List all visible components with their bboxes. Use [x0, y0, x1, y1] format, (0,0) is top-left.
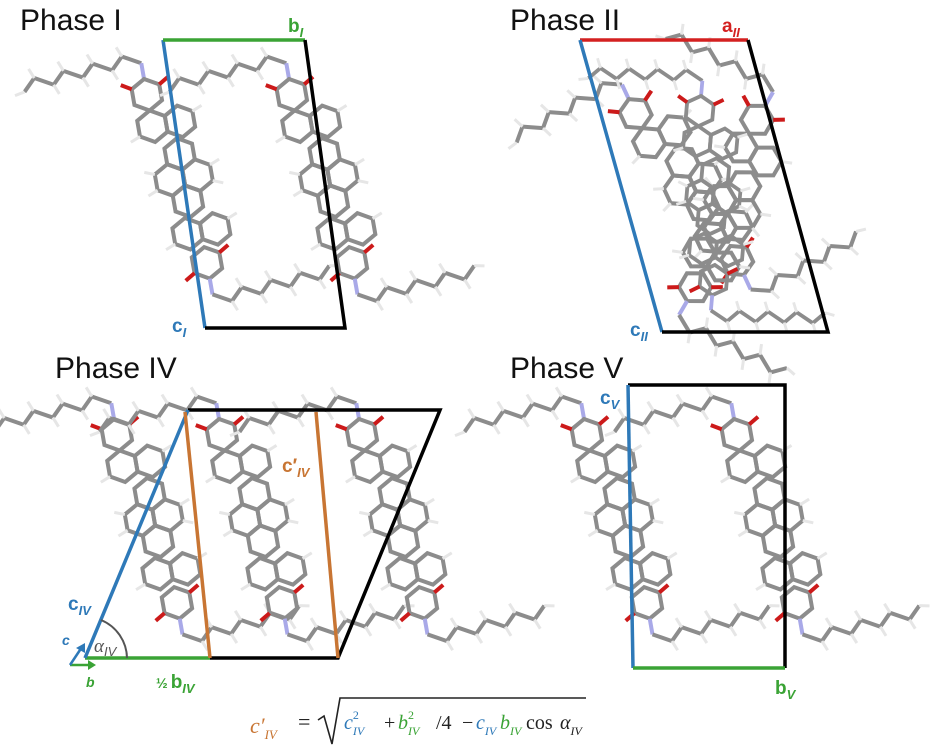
cell-outline [628, 383, 787, 668]
panel-title-phase-iv: Phase IV [55, 352, 177, 385]
axis-label-a-ii: aII [722, 16, 740, 40]
cell-edge-c [83, 409, 190, 659]
triad-label-c: c [62, 632, 70, 648]
axis-label-c-iv: cIV [68, 594, 92, 618]
panel-title-phase-i: Phase I [20, 4, 122, 37]
formula-radical [317, 697, 586, 745]
panel-title-phase-v: Phase V [510, 352, 623, 385]
formula-alpha: αIV [560, 712, 583, 738]
axis-label-c-v: cV [600, 388, 621, 412]
formula-minus: − [462, 712, 473, 734]
cell-outline [205, 39, 348, 330]
cell-edge-c [626, 384, 635, 669]
formula-term-c2: cIV [476, 712, 498, 738]
axis-label-c-prime-iv: c′IV [282, 456, 311, 480]
angle-label-alpha: αIV [94, 636, 118, 659]
panel-phase-ii: Phase II aII cII [496, 0, 922, 397]
formula-plus: + [384, 712, 395, 734]
panel-title-phase-ii: Phase II [510, 4, 620, 37]
axis-label-b-v: bV [775, 678, 797, 702]
formula-lhs: c′IV [250, 713, 279, 742]
cell-outline [662, 39, 831, 334]
molecule-left-phase-iv [0, 356, 314, 682]
cell-edge-c [161, 39, 207, 329]
formula-equals: = [298, 709, 310, 734]
axis-label-c-i: cI [172, 316, 187, 340]
panel-phase-i: Phase I bI cI [10, 4, 489, 342]
panel-phase-v: Phase V cV bV [450, 352, 931, 702]
alpha-arc [100, 619, 128, 659]
axis-label-b-i: bI [288, 16, 304, 40]
c-prime-line-left [183, 411, 212, 659]
axis-label-c-ii: cII [630, 320, 648, 344]
cell-outline [188, 408, 443, 660]
triad-label-b: b [86, 674, 95, 690]
molecule-right-phase-i [155, 16, 489, 342]
molecule-right-phase-v [600, 356, 931, 682]
molecule-left-phase-i [10, 16, 344, 342]
molecule-right-phase-iv [225, 356, 559, 682]
axis-triad: c b [62, 632, 96, 690]
c-prime-line-right [314, 411, 340, 659]
formula-div: /4 [436, 712, 452, 734]
formula-term-b2: bIV [500, 712, 523, 738]
formula-cos: cos [526, 712, 553, 734]
cell-edge-c [578, 39, 664, 333]
